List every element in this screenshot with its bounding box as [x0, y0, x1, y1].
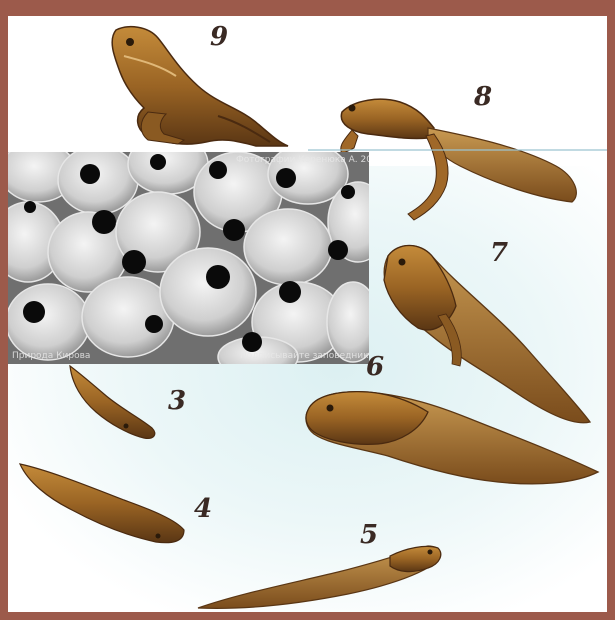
photo-watermark: Фотографии Коренюка А. 2009 — [236, 155, 369, 165]
stage-label-4: 4 — [194, 494, 212, 524]
stage-label-5: 5 — [360, 520, 378, 550]
egg-cluster — [8, 152, 369, 364]
frog-spawn-photo: Фотографии Коренюка А. 2009 Природа Киро… — [8, 152, 369, 364]
stage-label-3: 3 — [168, 386, 186, 416]
stage-label-9: 9 — [210, 22, 228, 52]
stage-label-6: 6 — [366, 352, 384, 382]
tadpole-stage-5 — [198, 546, 441, 608]
stage-label-7: 7 — [490, 238, 508, 268]
stage-label-8: 8 — [474, 82, 492, 112]
photo-caption-right: Подписывайте заповедник — [240, 351, 369, 361]
tadpole-with-legs — [384, 246, 590, 423]
photo-caption-left: Природа Кирова — [12, 351, 90, 361]
illustration-canvas: Фотографии Коренюка А. 2009 Природа Киро… — [8, 16, 607, 612]
tadpole-stage-3 — [70, 366, 155, 438]
tadpole-stage-4 — [20, 464, 184, 543]
frog-adult — [112, 27, 288, 146]
